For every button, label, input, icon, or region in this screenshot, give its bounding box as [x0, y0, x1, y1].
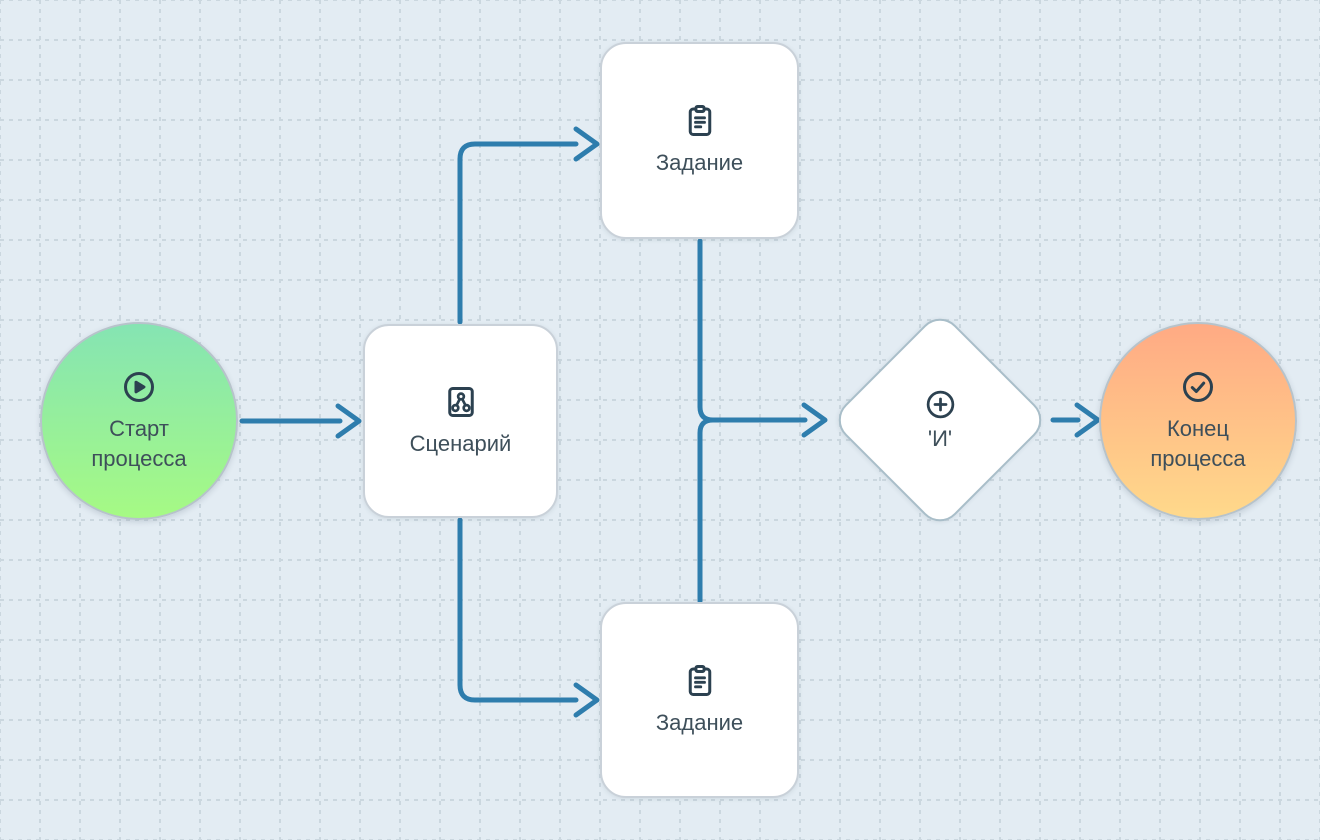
- node-gateway-and[interactable]: 'И': [829, 309, 1051, 531]
- node-task-top[interactable]: Задание: [600, 42, 799, 239]
- node-scenario[interactable]: Сценарий: [363, 324, 558, 518]
- check-circle-icon: [1180, 369, 1216, 405]
- gateway-content: 'И': [864, 344, 1016, 496]
- edge-task-bottom-gateway[interactable]: [697, 417, 716, 604]
- node-label: Задание: [655, 709, 744, 735]
- clipboard-list-icon: [682, 663, 718, 699]
- edge-scenario-task-bottom[interactable]: [457, 517, 600, 718]
- edge-task-top-gateway[interactable]: [697, 238, 828, 438]
- scenario-tree-icon: [443, 384, 479, 420]
- edge-scenario-task-top[interactable]: [457, 126, 600, 325]
- play-circle-icon: [121, 369, 157, 405]
- node-label: Конец процесса: [1150, 415, 1246, 471]
- node-label: Сценарий: [409, 430, 512, 456]
- node-label: Задание: [655, 150, 744, 176]
- node-start-event[interactable]: Старт процесса: [40, 322, 238, 520]
- clipboard-list-icon: [682, 103, 718, 139]
- edge-start-scenario[interactable]: [239, 403, 362, 439]
- node-end-event[interactable]: Конец процесса: [1099, 322, 1297, 520]
- node-label: Старт процесса: [91, 415, 187, 471]
- plus-circle-icon: [924, 388, 957, 421]
- edge-gateway-end[interactable]: [1050, 402, 1101, 438]
- node-label: 'И': [927, 426, 953, 451]
- node-task-bottom[interactable]: Задание: [600, 602, 799, 798]
